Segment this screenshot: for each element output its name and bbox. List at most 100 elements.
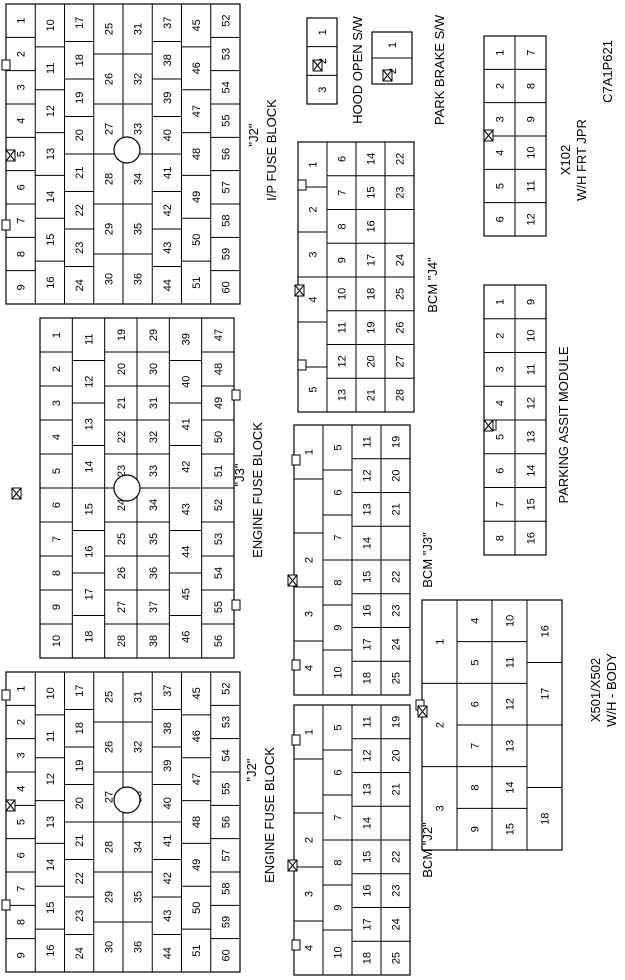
- pin-label: 44: [181, 546, 193, 558]
- x102-label: X102: [558, 145, 573, 175]
- pin-label: 41: [181, 418, 193, 430]
- pin-label: 31: [133, 691, 145, 703]
- pin-label: 27: [103, 791, 115, 803]
- pin-label: 14: [505, 781, 517, 793]
- key-marker: [483, 129, 494, 142]
- locking-tab: [291, 939, 301, 951]
- pin-label: 40: [162, 129, 174, 141]
- pin-label: 1: [495, 50, 507, 56]
- pin-label: 58: [220, 883, 232, 895]
- pin-label: 46: [181, 631, 193, 643]
- pin-label: 28: [103, 173, 115, 185]
- pin-label: 23: [116, 465, 128, 477]
- pin-label: 25: [103, 691, 115, 703]
- pin-label: 27: [103, 123, 115, 135]
- pin-label: 24: [74, 947, 86, 959]
- pin-label: 24: [391, 638, 403, 650]
- pin-label: 3: [51, 400, 63, 406]
- hood-open-switch-label: HOOD OPEN S/W: [350, 15, 365, 123]
- pin-label: 21: [366, 389, 378, 401]
- pin-label: 19: [391, 716, 403, 728]
- pin-label: 23: [395, 187, 407, 199]
- pin-label: 12: [362, 470, 374, 482]
- pin-label: 23: [391, 605, 403, 617]
- pin-label: 10: [45, 687, 57, 699]
- pin-label: 7: [16, 886, 28, 892]
- pin-label: 13: [45, 816, 57, 828]
- pin-label: 6: [470, 701, 482, 707]
- pin-label: 19: [366, 322, 378, 334]
- pin-label: 14: [45, 859, 57, 871]
- pin-label: 7: [51, 536, 63, 542]
- pin-label: 27: [395, 355, 407, 367]
- pin-label: 22: [116, 431, 128, 443]
- pin-label: 19: [74, 760, 86, 772]
- pin-label: 25: [391, 952, 403, 964]
- locking-tab: [291, 659, 301, 671]
- connector-fuse-j2-eng: 1234567891011121314151617181920212223242…: [5, 671, 241, 973]
- locking-tab: [231, 599, 241, 611]
- pin-label: 30: [148, 363, 160, 375]
- pin-label: 3: [495, 366, 507, 372]
- pin-label: 17: [362, 918, 374, 930]
- pin-label: 2: [495, 83, 507, 89]
- locking-tab: [297, 179, 307, 191]
- engine-fuse-block-j3-label: ENGINE FUSE BLOCK: [250, 422, 265, 558]
- locking-tab: [297, 359, 307, 371]
- pin-label: 12: [526, 397, 538, 409]
- pin-label: 24: [395, 254, 407, 266]
- pin-label: 50: [213, 431, 225, 443]
- pin-label: 54: [213, 567, 225, 579]
- pin-label: 47: [191, 773, 203, 785]
- pin-label: 44: [162, 947, 174, 959]
- pin-label: 9: [16, 284, 28, 290]
- pin-label: 8: [337, 223, 349, 229]
- pin-label: 4: [51, 434, 63, 440]
- pin-label: 25: [116, 533, 128, 545]
- pin-label: 6: [337, 156, 349, 162]
- pin-label: 15: [366, 187, 378, 199]
- pin-label: 13: [84, 418, 96, 430]
- engine-fuse-block-j3-code: "J3": [232, 463, 247, 486]
- pin-label: 19: [116, 329, 128, 341]
- pin-label: 10: [333, 666, 345, 678]
- pin-label: 21: [391, 503, 403, 515]
- pin-label: 3: [304, 611, 316, 617]
- pin-label: 21: [116, 397, 128, 409]
- pin-label: 5: [16, 151, 28, 157]
- pin-label: 52: [220, 15, 232, 27]
- x102-sub-label: W/H FRT JPR: [574, 119, 589, 201]
- pin-label: 11: [84, 334, 96, 345]
- pin-label: 2: [387, 68, 399, 74]
- pin-label: 9: [526, 116, 538, 122]
- pin-label: 45: [181, 588, 193, 600]
- pin-label: 45: [191, 19, 203, 31]
- pin-label: 50: [191, 902, 203, 914]
- pin-label: 4: [16, 118, 28, 124]
- pin-label: 9: [333, 904, 345, 910]
- pin-label: 60: [220, 281, 232, 293]
- pin-label: 46: [191, 62, 203, 74]
- pin-label: 5: [16, 819, 28, 825]
- pin-label: 30: [103, 273, 115, 285]
- pin-label: 7: [526, 50, 538, 56]
- pin-label: 53: [220, 48, 232, 60]
- pin-label: 5: [308, 386, 320, 392]
- pin-label: 43: [162, 242, 174, 254]
- pin-label: 20: [391, 470, 403, 482]
- pin-label: 15: [505, 823, 517, 835]
- pin-label: 4: [308, 296, 320, 302]
- pin-label: 8: [16, 919, 28, 925]
- pin-label: 52: [213, 499, 225, 511]
- pin-label: 58: [220, 215, 232, 227]
- fuse-block-rivet: [113, 786, 141, 814]
- pin-label: 54: [220, 81, 232, 93]
- pin-label: 29: [103, 223, 115, 235]
- pin-label: 19: [74, 92, 86, 104]
- pin-label: 5: [470, 659, 482, 665]
- pin-label: 35: [148, 533, 160, 545]
- pin-label: 12: [45, 105, 57, 117]
- pin-label: 6: [51, 502, 63, 508]
- pin-label: 57: [220, 181, 232, 193]
